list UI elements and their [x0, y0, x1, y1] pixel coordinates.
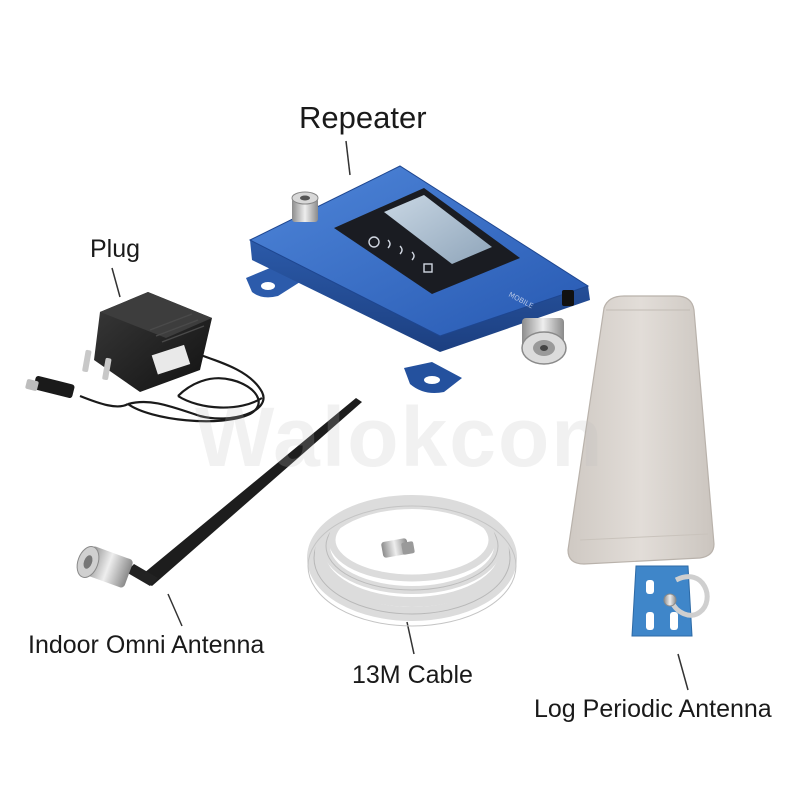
cable-leader	[406, 621, 415, 655]
antenna-radome	[567, 295, 715, 565]
leader-lines	[111, 140, 689, 691]
bts-connector	[291, 191, 319, 222]
watermark: Walokcon	[195, 390, 605, 484]
log-periodic-antenna	[567, 295, 715, 637]
lcd-screen	[384, 195, 492, 264]
log-leader	[677, 653, 689, 691]
label-plug: Plug	[90, 235, 141, 263]
dc-port	[562, 290, 574, 306]
mount-tab-left	[246, 268, 300, 298]
coax-cable-coil	[307, 495, 517, 627]
repeater-side	[250, 240, 590, 352]
indicator-icons	[368, 236, 433, 273]
antenna-whip	[138, 398, 362, 586]
label-log-periodic-antenna: Log Periodic Antenna	[534, 695, 772, 723]
mobile-connector	[521, 318, 567, 365]
label-13m-cable: 13M Cable	[352, 661, 473, 689]
label-indoor-omni-antenna: Indoor Omni Antenna	[28, 631, 265, 659]
repeater-leader	[345, 140, 351, 176]
repeater-device: MOBILE	[246, 165, 590, 393]
plug-leader	[111, 267, 121, 298]
omni-leader	[167, 593, 183, 627]
power-adapter	[25, 292, 265, 423]
cable-connector	[381, 538, 415, 558]
label-repeater: Repeater	[299, 100, 427, 135]
indoor-omni-antenna	[76, 398, 362, 588]
